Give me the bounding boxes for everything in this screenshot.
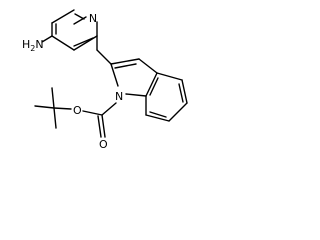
bond-c3-c2 [51, 9, 75, 24]
bond-c2-c3-inner [114, 63, 137, 69]
bond-o-tertbutyl [53, 107, 72, 110]
pyridine-ring: N [51, 9, 98, 51]
pyridine-nitrogen-label: N [89, 12, 97, 25]
bond-c6-c7 [145, 114, 170, 122]
bond-carbonyl-double-b [97, 115, 102, 138]
bond-c2-n1 [73, 16, 87, 25]
structure-diagram: N H2N N O O [0, 0, 200, 160]
boc-group: O O [34, 87, 117, 151]
indole-pyrrole-ring: N [110, 58, 158, 103]
ester-oxygen-label: O [73, 104, 82, 117]
bond-double-inner-1 [73, 37, 94, 47]
bond-n-carbonyl [101, 102, 117, 116]
bond-c3a-c7a [145, 72, 158, 97]
bond-double-inner-3 [74, 13, 85, 20]
bond-n1-c2 [110, 63, 119, 87]
bond-pyridine-indole [96, 49, 112, 65]
bond-c6-c7-inner [149, 111, 167, 118]
bond-c2-c3 [110, 58, 140, 65]
bond-tbu-methyl-left [34, 105, 55, 109]
bond-tbu-methyl-up [51, 87, 55, 109]
bond-carbonyl-double-a [101, 114, 106, 138]
bond-c3-c3a [138, 58, 158, 74]
bond-carbonyl-o [82, 110, 103, 116]
amine-label: H2N [22, 38, 44, 53]
indole-nitrogen-label: N [115, 90, 123, 103]
bond-c4-nh2 [41, 35, 53, 43]
bond-c4-c5 [181, 79, 188, 104]
bond-c5-c4 [51, 35, 75, 51]
bond-c7a-n1 [125, 93, 147, 97]
molecule-drawing: N H2N N O O [22, 9, 188, 151]
bond-c4-c5-inner [178, 83, 184, 103]
carbonyl-oxygen-label: O [99, 138, 108, 151]
indole-benzene-ring [145, 72, 188, 122]
bond-c3a-c7a-inner [149, 77, 159, 96]
bond-c5-c6 [168, 102, 188, 122]
bond-c3a-c4 [156, 72, 183, 81]
amine-group: H2N [22, 35, 53, 53]
bond-tbu-methyl-down [53, 107, 57, 129]
